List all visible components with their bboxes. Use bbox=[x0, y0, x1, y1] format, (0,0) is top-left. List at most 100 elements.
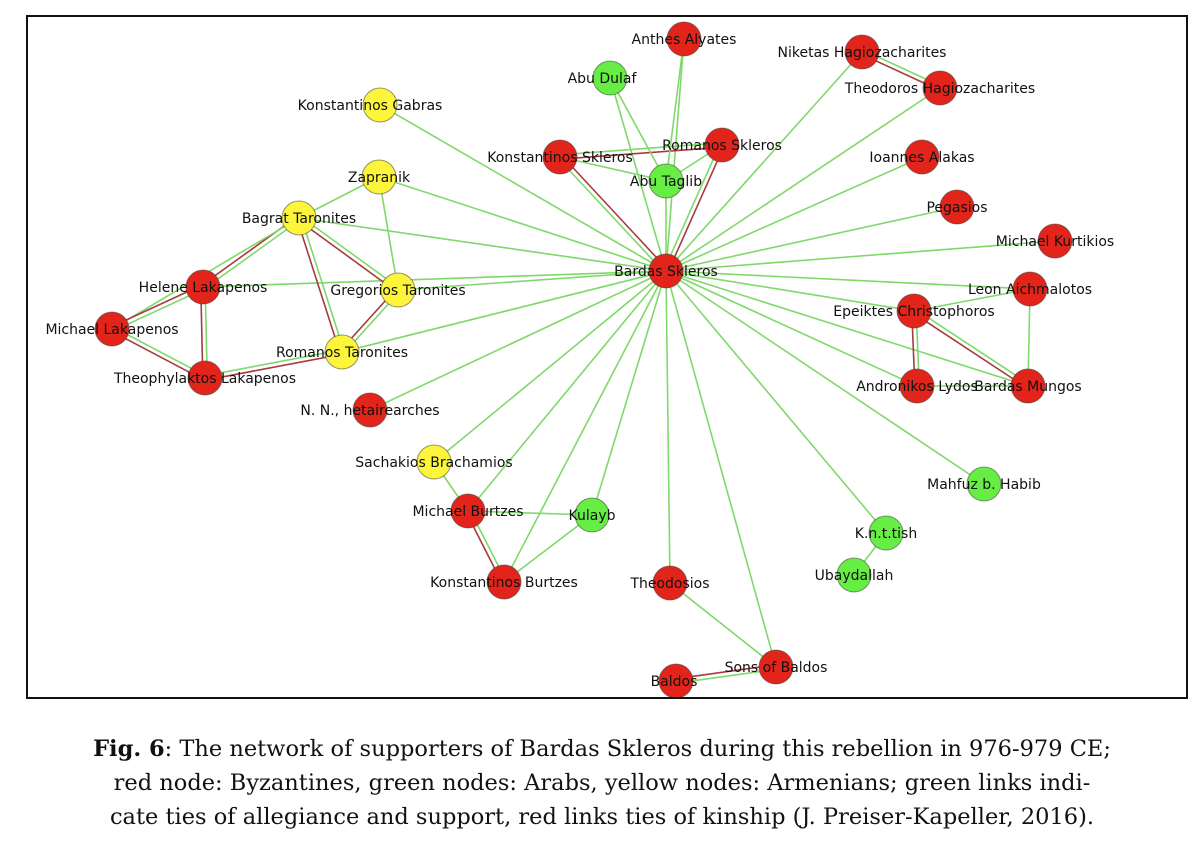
node-kulayb[interactable] bbox=[574, 497, 610, 533]
node-label-anthes_alyates: Anthes Alyates bbox=[632, 32, 737, 48]
node-theophylaktos[interactable] bbox=[187, 360, 223, 396]
kinship-link-konst_skleros-romanos_skleros bbox=[560, 146, 723, 160]
kinship-link-theophylaktos-romanos_taronites bbox=[205, 353, 343, 381]
node-andronikos_lydos[interactable] bbox=[899, 368, 935, 404]
node-mahfuz[interactable] bbox=[966, 466, 1002, 502]
caption-line-2: red node: Byzantines, green nodes: Arabs… bbox=[113, 770, 1091, 796]
node-konst_skleros[interactable] bbox=[542, 139, 578, 175]
node-romanos_skleros[interactable] bbox=[704, 127, 740, 163]
node-label-konst_burtzes: Konstantinos Burtzes bbox=[430, 575, 578, 591]
figure-caption: Fig. 6: The network of supporters of Bar… bbox=[8, 732, 1196, 834]
allegiance-link-michael_burtzes-kulayb bbox=[467, 510, 593, 516]
node-romanos_taronites[interactable] bbox=[324, 334, 360, 370]
node-label-niketas_hag: Niketas Hagiozacharites bbox=[778, 45, 947, 61]
kinship-link-bagrat_taronites-romanos_taronites bbox=[296, 218, 341, 353]
node-label-epeiktes: Epeiktes Christophoros bbox=[833, 304, 994, 320]
node-sons_of_baldos[interactable] bbox=[758, 649, 794, 685]
node-ubaydallah[interactable] bbox=[836, 557, 872, 593]
caption-text-1: : The network of supporters of Bardas Sk… bbox=[164, 736, 1111, 762]
allegiance-link-bardas_skleros-michael_burtzes bbox=[467, 270, 667, 512]
node-label-abu_dulaf: Abu Dulaf bbox=[568, 71, 638, 87]
kinship-link-michael_lakapenos-theophylaktos bbox=[110, 330, 205, 381]
node-abu_taglib[interactable] bbox=[648, 163, 684, 199]
node-bardas_skleros[interactable] bbox=[648, 253, 684, 289]
allegiance-link-bagrat_taronites-gregorios_taronites bbox=[299, 215, 400, 289]
node-michael_burtzes[interactable] bbox=[450, 493, 486, 529]
node-abu_dulaf[interactable] bbox=[592, 60, 628, 96]
allegiance-link-bardas_skleros-konst_skleros bbox=[557, 157, 665, 274]
nodes-layer bbox=[94, 21, 1073, 697]
allegiance-link-zapranik-gregorios_taronites bbox=[378, 176, 399, 291]
allegiance-link-bardas_skleros-theodosios bbox=[665, 270, 671, 584]
allegiance-link-kulayb-konst_burtzes bbox=[503, 514, 593, 583]
node-zapranik[interactable] bbox=[361, 159, 397, 195]
node-label-sachakios: Sachakios Brachamios bbox=[355, 455, 512, 471]
allegiance-link-leon_aichmalotos-epeiktes bbox=[913, 288, 1031, 312]
allegiance-link-bardas_skleros-kulayb bbox=[591, 270, 667, 516]
node-anthes_alyates[interactable] bbox=[666, 21, 702, 57]
node-label-sons_of_baldos: Sons of Baldos bbox=[725, 660, 828, 676]
allegiance-link-bardas_skleros-leon_aichmalotos bbox=[665, 270, 1031, 290]
node-bagrat_taronites[interactable] bbox=[281, 200, 317, 236]
node-label-leon_aichmalotos: Leon Aichmalotos bbox=[968, 282, 1092, 298]
node-konst_burtzes[interactable] bbox=[486, 564, 522, 600]
node-label-nn_hetairearches: N. N., hetairearches bbox=[300, 403, 439, 419]
node-gregorios_taronites[interactable] bbox=[380, 272, 416, 308]
node-bardas_mungos[interactable] bbox=[1010, 368, 1046, 404]
node-label-konst_gabras: Konstantinos Gabras bbox=[298, 98, 443, 114]
node-label-ubaydallah: Ubaydallah bbox=[815, 568, 894, 584]
kinship-link-bagrat_taronites-gregorios_taronites bbox=[297, 219, 398, 293]
node-helene_lakapenos[interactable] bbox=[185, 269, 221, 305]
node-label-bardas_mungos: Bardas Mungos bbox=[974, 379, 1081, 395]
allegiance-link-bardas_skleros-gregorios_taronites bbox=[397, 270, 667, 291]
node-label-baldos: Baldos bbox=[651, 674, 698, 690]
node-label-zapranik: Zapranik bbox=[348, 170, 411, 186]
allegiance-link-konst_skleros-romanos_skleros bbox=[559, 142, 722, 156]
node-epeiktes[interactable] bbox=[896, 293, 932, 329]
allegiance-link-bardas_skleros-nn_hetairearches bbox=[369, 270, 667, 411]
node-niketas_hag[interactable] bbox=[844, 34, 880, 70]
node-label-abu_taglib: Abu Taglib bbox=[630, 174, 702, 190]
allegiance-link-bardas_skleros-helene_lakapenos bbox=[202, 270, 667, 288]
node-theodoros_hag[interactable] bbox=[922, 70, 958, 106]
node-baldos[interactable] bbox=[658, 663, 694, 697]
node-leon_aichmalotos[interactable] bbox=[1012, 271, 1048, 307]
node-michael_kurtikios[interactable] bbox=[1037, 223, 1073, 259]
allegiance-link-theodosios-sons_of_baldos bbox=[669, 582, 777, 668]
node-konst_gabras[interactable] bbox=[362, 87, 398, 123]
allegiance-link-bardas_skleros-mahfuz bbox=[665, 270, 985, 485]
allegiance-link-anthes_alyates-abu_taglib bbox=[665, 38, 685, 182]
node-label-michael_lakapenos: Michael Lakapenos bbox=[45, 322, 178, 338]
node-pegasios[interactable] bbox=[939, 189, 975, 225]
node-sachakios[interactable] bbox=[416, 444, 452, 480]
allegiance-link-bardas_skleros-andronikos_lydos bbox=[665, 270, 918, 387]
allegiance-link-bardas_skleros-konst_burtzes bbox=[503, 270, 667, 583]
allegiance-link-bardas_skleros-zapranik bbox=[378, 176, 667, 272]
allegiance-link-bardas_skleros-michael_kurtikios bbox=[665, 240, 1056, 272]
allegiance-link-epeiktes-bardas_mungos bbox=[914, 308, 1030, 385]
allegiance-link-bardas_skleros-pegasios bbox=[665, 206, 958, 272]
node-label-konst_skleros: Konstantinos Skleros bbox=[487, 150, 633, 166]
node-michael_lakapenos[interactable] bbox=[94, 311, 130, 347]
node-label-andronikos_lydos: Andronikos Lydos bbox=[856, 379, 978, 395]
links-layer bbox=[110, 38, 1056, 684]
node-theodosios[interactable] bbox=[652, 565, 688, 601]
kinship-link-epeiktes-bardas_mungos bbox=[912, 312, 1028, 389]
node-ioannes_alakas[interactable] bbox=[904, 139, 940, 175]
node-label-kntish: K.n.t.tish bbox=[855, 526, 917, 542]
kinship-link-bardas_skleros-romanos_skleros bbox=[667, 145, 725, 273]
allegiance-link-bardas_skleros-kntish bbox=[665, 270, 887, 534]
node-label-romanos_skleros: Romanos Skleros bbox=[662, 138, 782, 154]
node-kntish[interactable] bbox=[868, 515, 904, 551]
node-label-michael_burtzes: Michael Burtzes bbox=[412, 504, 523, 520]
caption-line-1: Fig. 6: The network of supporters of Bar… bbox=[8, 732, 1196, 766]
caption-line-3: cate ties of allegiance and support, red… bbox=[109, 804, 1095, 830]
node-label-pegasios: Pegasios bbox=[926, 200, 987, 216]
node-nn_hetairearches[interactable] bbox=[352, 392, 388, 428]
allegiance-link-bardas_skleros-bagrat_taronites bbox=[298, 217, 667, 272]
node-label-gregorios_taronites: Gregorios Taronites bbox=[330, 283, 465, 299]
node-label-theodoros_hag: Theodoros Hagiozacharites bbox=[844, 81, 1035, 97]
